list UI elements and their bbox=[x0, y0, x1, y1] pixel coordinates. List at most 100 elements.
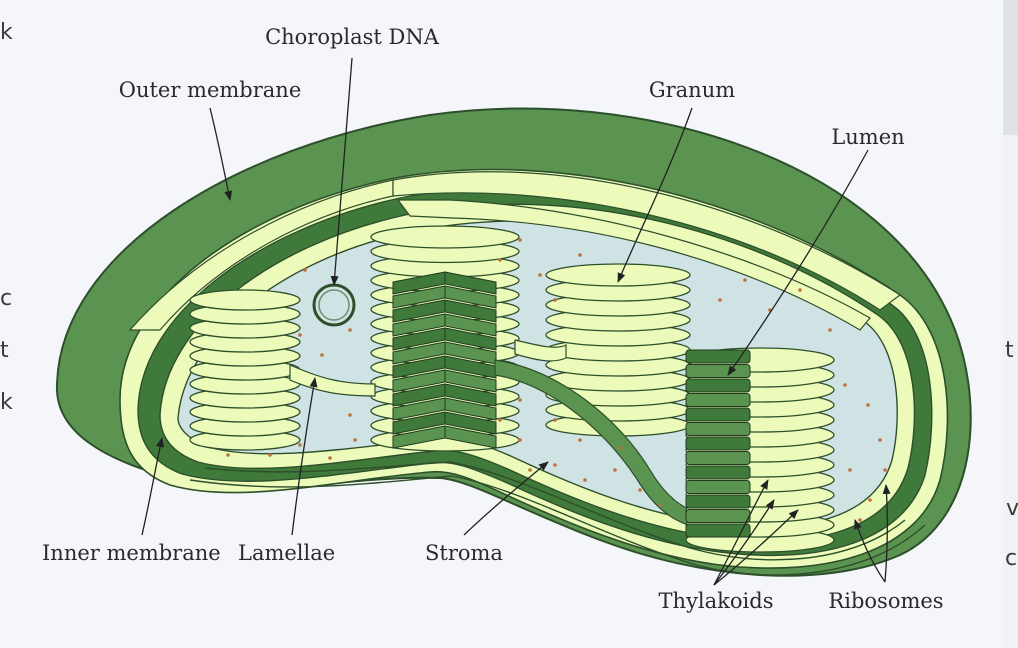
ribosome-dot bbox=[878, 438, 882, 442]
label-chloroplast-dna: Choroplast DNA bbox=[265, 25, 440, 49]
ribosome-dot bbox=[353, 438, 357, 442]
ribosome-dot bbox=[328, 456, 332, 460]
ribosome-dot bbox=[866, 403, 870, 407]
lamella-upper bbox=[514, 339, 567, 362]
thylakoid-cut-slab bbox=[392, 355, 497, 379]
ribosome-dot bbox=[268, 453, 272, 457]
bg-fragment: k bbox=[0, 20, 13, 45]
ribosome-dot bbox=[578, 253, 582, 257]
leader-chloroplast-dna bbox=[330, 57, 353, 286]
thylakoid-cut-slab bbox=[685, 349, 751, 364]
bg-fragment: t bbox=[0, 338, 9, 363]
ribosome-dot bbox=[538, 273, 542, 277]
ribosome-dot bbox=[226, 453, 230, 457]
ribosome-dot bbox=[618, 446, 622, 450]
granum-left bbox=[189, 289, 301, 451]
front-cut-edge bbox=[204, 461, 906, 561]
leader-outer-membrane bbox=[209, 107, 233, 201]
leader-stroma bbox=[463, 461, 549, 536]
lamella-left bbox=[289, 364, 376, 397]
leader-lamellae bbox=[291, 377, 318, 536]
leader-lumen bbox=[727, 149, 869, 376]
chloroplast-dna-ring-inner bbox=[318, 289, 350, 321]
label-ribosomes: Ribosomes bbox=[828, 589, 943, 613]
leader-thylakoid-2 bbox=[713, 499, 775, 586]
bg-fragment: t bbox=[1005, 338, 1014, 363]
thylakoid-cut-slab bbox=[392, 285, 497, 309]
ribosome-dot bbox=[298, 333, 302, 337]
thylakoid-cut-slab bbox=[685, 509, 751, 523]
ribosome-dot bbox=[528, 468, 532, 472]
cut-rim-inner bbox=[396, 199, 871, 331]
ribosome-dot bbox=[348, 328, 352, 332]
thylakoid-disc bbox=[189, 289, 301, 311]
thylakoid-cut-slab bbox=[685, 494, 751, 509]
label-stroma: Stroma bbox=[425, 541, 503, 565]
leader-inner-membrane bbox=[141, 437, 164, 536]
ribosome-dot bbox=[638, 488, 642, 492]
ribosome-dot bbox=[553, 418, 557, 422]
label-granum: Granum bbox=[649, 78, 735, 102]
thylakoid-cut-slab bbox=[392, 383, 497, 407]
leader-thylakoid-3 bbox=[713, 509, 799, 586]
front-cut-edge-2 bbox=[189, 475, 926, 576]
ribosome-dot bbox=[518, 238, 522, 242]
ribosome-dot bbox=[613, 468, 617, 472]
ribosome-dot bbox=[298, 443, 302, 447]
ribosome-dot bbox=[498, 418, 502, 422]
ribosome-dot bbox=[518, 398, 522, 402]
granum-front-right-cut bbox=[685, 349, 751, 538]
ribosome-dot bbox=[578, 438, 582, 442]
leader-ribosome-2 bbox=[882, 484, 891, 583]
thylakoid-cut-slab bbox=[392, 313, 497, 337]
thylakoid-cut-slab bbox=[392, 369, 497, 393]
granum-center-cut bbox=[392, 271, 497, 449]
bg-fragment: k bbox=[0, 390, 13, 415]
ribosome-dot bbox=[828, 328, 832, 332]
ribosome-dot bbox=[743, 278, 747, 282]
bg-fragment: v bbox=[1006, 496, 1018, 521]
ribosome-dot bbox=[718, 298, 722, 302]
label-lumen: Lumen bbox=[831, 125, 904, 149]
thylakoid-cut-slab bbox=[685, 378, 751, 393]
leader-thylakoid-1 bbox=[713, 479, 769, 586]
ribosome-dot bbox=[348, 413, 352, 417]
leader-lines bbox=[141, 57, 891, 586]
thylakoid-disc bbox=[545, 263, 691, 287]
thylakoid-cut-slab bbox=[685, 480, 751, 494]
thylakoid-cut-slab bbox=[685, 451, 751, 465]
label-thylakoids: Thylakoids bbox=[659, 589, 774, 613]
bg-fragment: c bbox=[1005, 546, 1018, 571]
ribosome-dot bbox=[883, 468, 887, 472]
thylakoid-cut-slab bbox=[685, 523, 751, 538]
ribosome-dot bbox=[583, 478, 587, 482]
thylakoid-cut-slab bbox=[392, 425, 497, 449]
ribosome-dot bbox=[498, 258, 502, 262]
background-edge-inner bbox=[1003, 135, 1018, 648]
thylakoid-cut-slab bbox=[392, 327, 497, 351]
thylakoid-cut-slab bbox=[685, 465, 751, 480]
ribosome-dot bbox=[843, 383, 847, 387]
ribosome-dot bbox=[320, 353, 324, 357]
ribosome-dot bbox=[518, 438, 522, 442]
leader-granum bbox=[617, 107, 693, 283]
label-outer-membrane: Outer membrane bbox=[119, 78, 302, 102]
thylakoid-cut-slab bbox=[392, 411, 497, 435]
leader-ribosome-1 bbox=[854, 519, 886, 583]
thylakoid-cut-slab bbox=[685, 364, 751, 378]
ribosome-dot bbox=[553, 463, 557, 467]
thylakoid-cut-slab bbox=[392, 397, 497, 421]
thylakoid-cut-slab bbox=[685, 393, 751, 407]
ribosome-dot bbox=[858, 518, 862, 522]
thylakoid-cut-slab bbox=[392, 271, 497, 295]
granum-upper-right bbox=[545, 263, 691, 437]
label-inner-membrane: Inner membrane bbox=[42, 541, 221, 565]
ribosome-dot bbox=[553, 298, 557, 302]
thylakoid-cut-slab bbox=[685, 407, 751, 422]
cut-rim-top-right bbox=[392, 171, 902, 311]
bg-fragment: c bbox=[0, 286, 13, 311]
thylakoid-disc bbox=[370, 225, 520, 249]
ribosome-dot bbox=[658, 503, 662, 507]
label-lamellae: Lamellae bbox=[238, 541, 335, 565]
